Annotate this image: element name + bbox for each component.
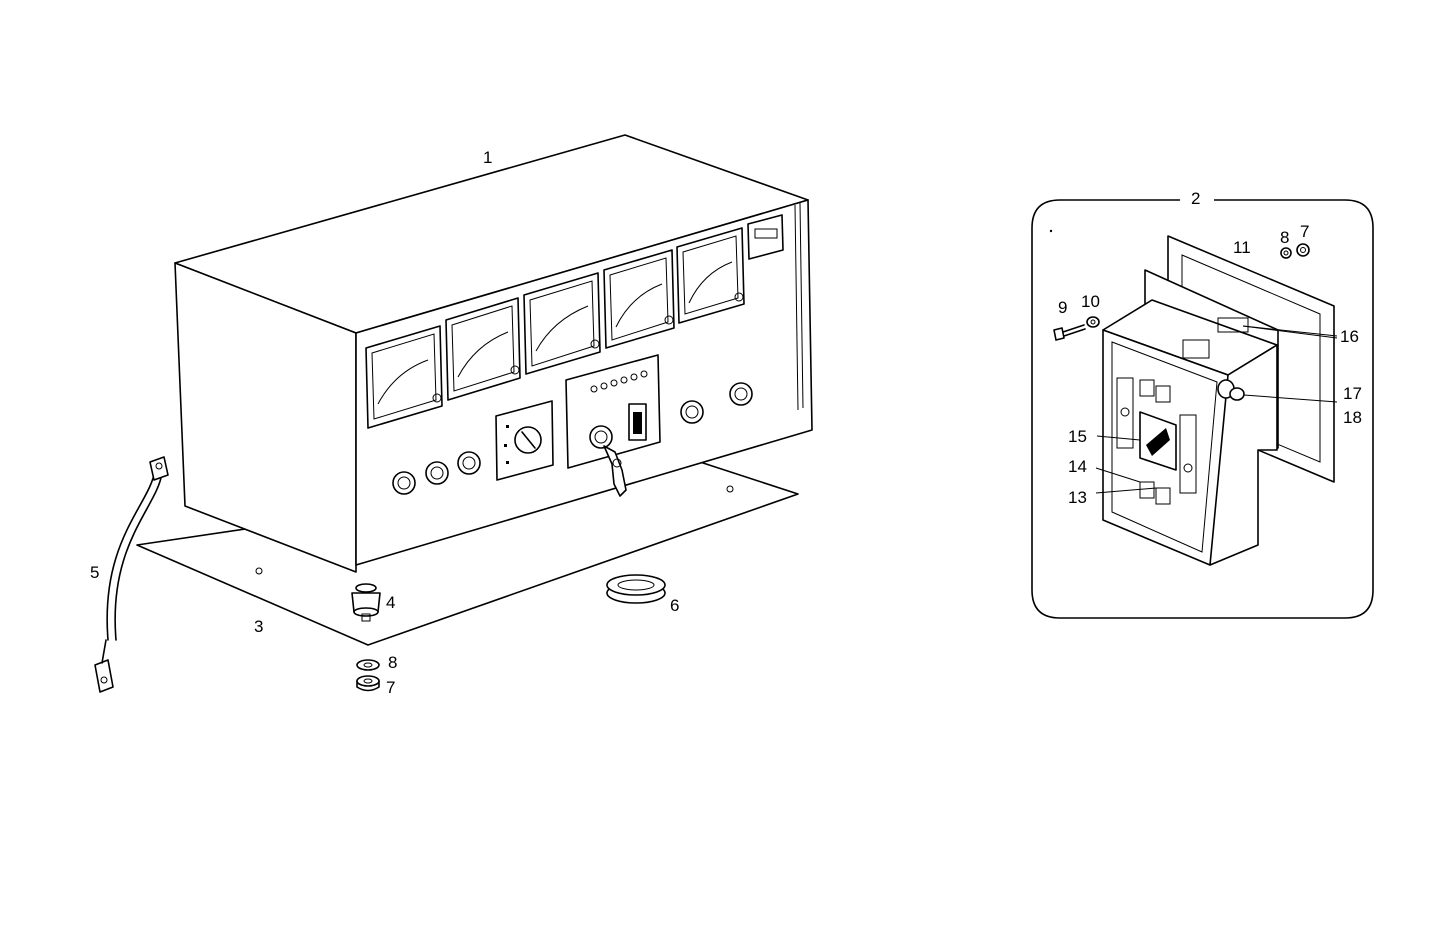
callout-6: 6 [670, 596, 679, 615]
meter-2 [445, 297, 521, 401]
ground-cable [94, 456, 169, 693]
callout-2: 2 [1191, 189, 1200, 208]
control-panel-cabinet [136, 134, 813, 646]
control-module [565, 354, 661, 497]
callout-10: 10 [1081, 292, 1100, 311]
washer-and-nut [356, 659, 380, 692]
detail-box [1031, 190, 1374, 619]
callout-4: 4 [386, 593, 395, 612]
meter-3 [523, 272, 601, 375]
cabinet-side [174, 262, 357, 573]
callout-1: 1 [483, 148, 492, 167]
anti-vibration-mount [351, 583, 381, 622]
callout-16: 16 [1340, 327, 1359, 346]
callout-8-detail: 8 [1280, 228, 1289, 247]
callout-14: 14 [1068, 457, 1087, 476]
selector-switch [495, 400, 554, 481]
callout-labels: 1 2 3 4 5 6 8 7 8 7 9 10 11 13 14 15 16 … [90, 148, 1362, 697]
callout-5: 5 [90, 563, 99, 582]
hour-counter [747, 214, 784, 260]
meter-4 [603, 249, 675, 349]
screw-and-washer [1053, 316, 1100, 341]
detail-washer-nut [1280, 243, 1310, 259]
grommet [606, 574, 666, 604]
callout-7-base: 7 [386, 678, 395, 697]
callout-15: 15 [1068, 427, 1087, 446]
ignition-key [603, 445, 627, 497]
callout-9: 9 [1058, 298, 1067, 317]
callout-7-detail: 7 [1300, 222, 1309, 241]
callout-8-base: 8 [388, 653, 397, 672]
meter-5 [676, 227, 745, 324]
panel-knobs [392, 382, 753, 495]
callout-18: 18 [1343, 408, 1362, 427]
callout-13: 13 [1068, 488, 1087, 507]
meter-1 [365, 325, 443, 429]
callout-17: 17 [1343, 384, 1362, 403]
callout-11: 11 [1233, 238, 1251, 257]
callout-3: 3 [254, 617, 263, 636]
